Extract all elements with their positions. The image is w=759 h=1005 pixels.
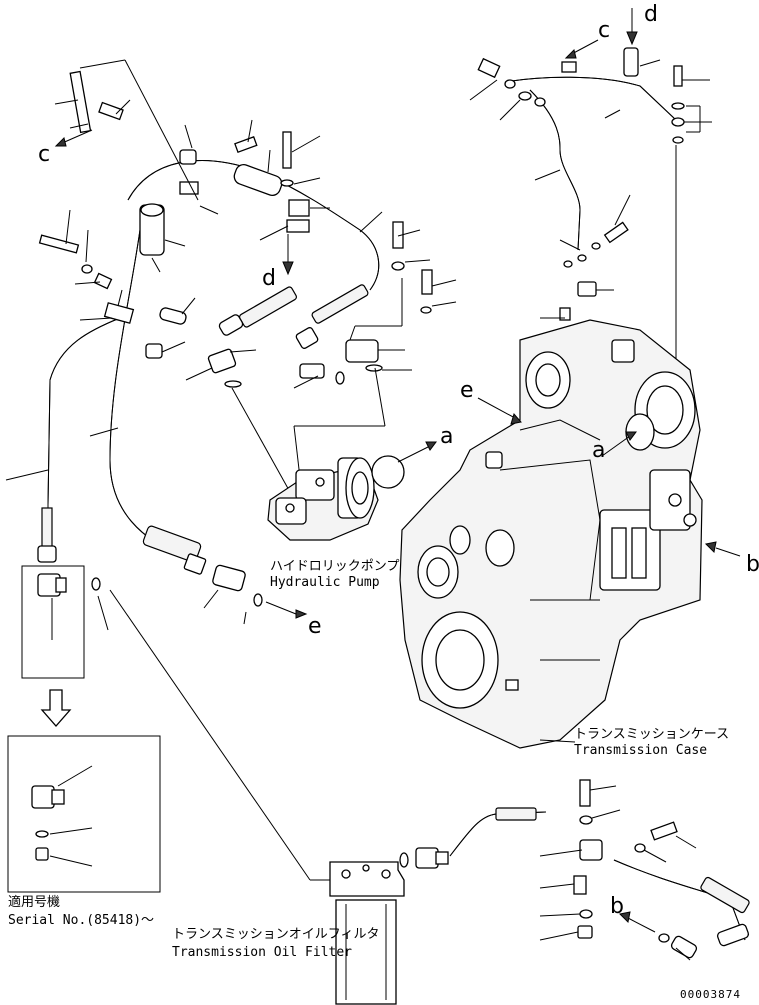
transmission-case (399, 319, 741, 749)
ref-c-top: c (598, 18, 611, 43)
serial-boxes (7, 505, 161, 893)
ref-e-bottom: e (308, 614, 322, 639)
oil-filter-assembly (109, 525, 750, 1005)
ref-b-right: b (746, 552, 759, 577)
oil-filter-label-jp: トランスミッションオイルフィルタ (172, 927, 380, 942)
oil-filter-label-en: Transmission Oil Filter (172, 945, 353, 960)
ref-d-top: d (644, 2, 658, 27)
ref-d-mid: d (262, 266, 276, 291)
ref-a-case: a (592, 438, 606, 463)
hydraulic-pump (231, 367, 437, 541)
document-number: 00003874 (680, 988, 741, 1001)
left-hose-assembly (5, 59, 457, 561)
hydraulic-pump-label-en: Hydraulic Pump (270, 575, 380, 590)
ref-c-left: c (38, 142, 51, 167)
transmission-case-label-en: Transmission Case (574, 743, 708, 758)
serial-label-en: Serial No.(85418)～ (8, 913, 155, 928)
ref-a: a (440, 424, 454, 449)
ref-b-bottom: b (610, 894, 624, 919)
serial-label-jp: 適用号機 (8, 895, 61, 910)
ref-e-case: e (460, 378, 474, 403)
hydraulic-pump-label-jp: ハイドロリックポンプ (270, 559, 400, 574)
transmission-case-label-jp: トランスミッションケース (574, 727, 730, 742)
